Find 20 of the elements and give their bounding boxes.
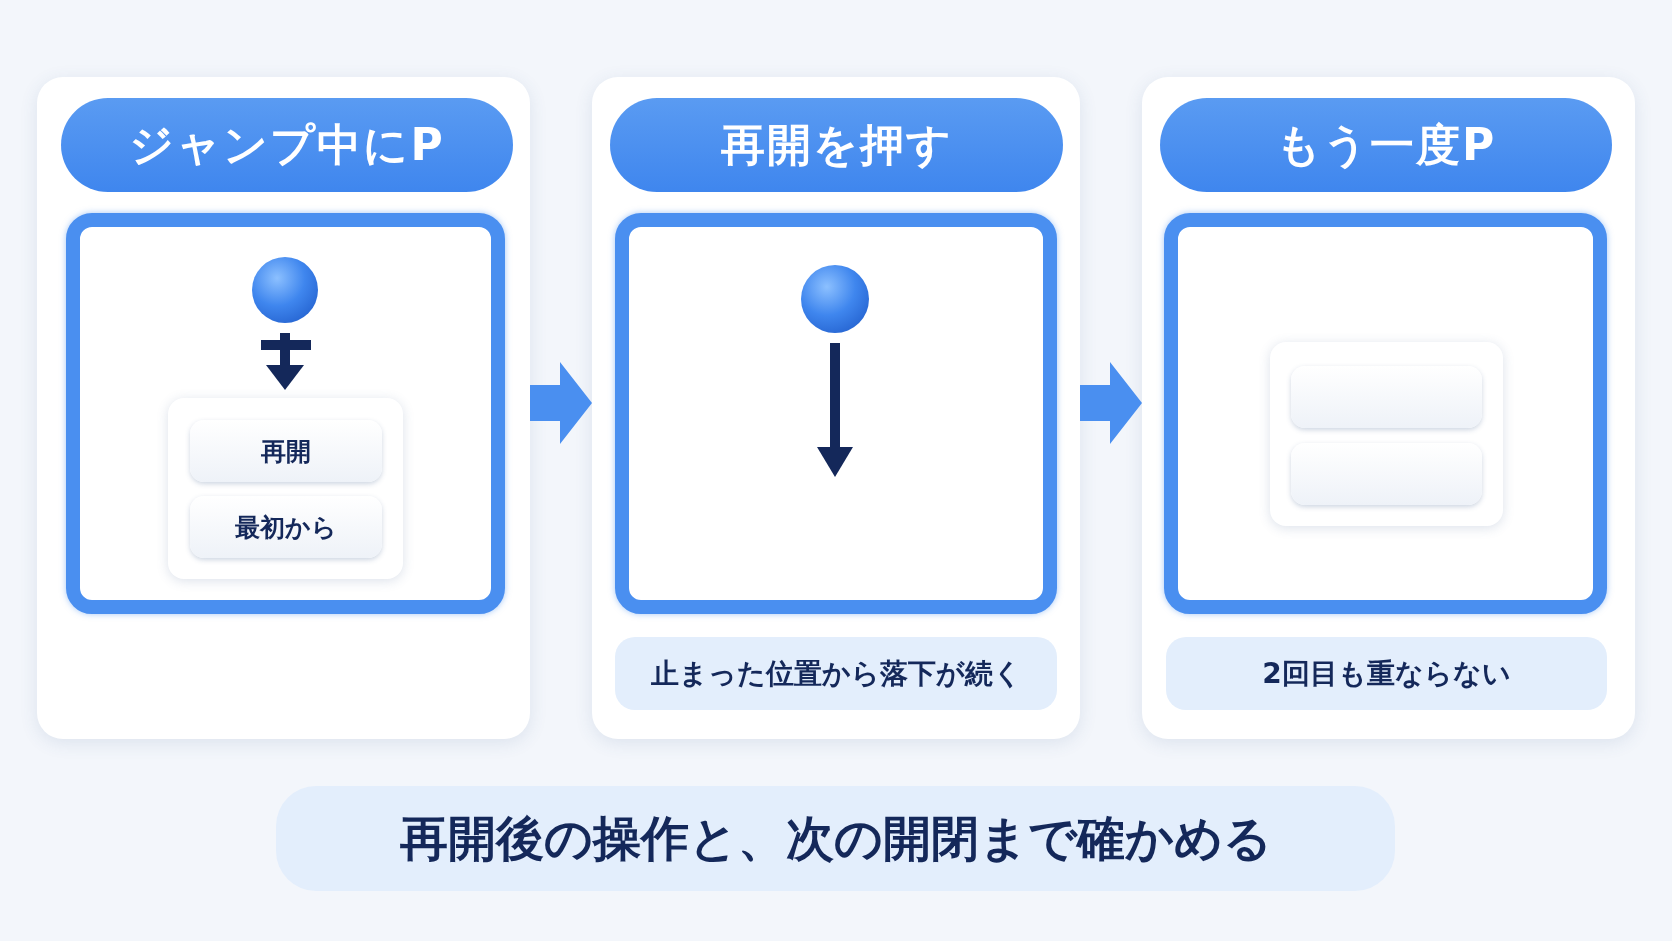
header-pill: 再開を押す: [610, 98, 1063, 192]
menu-button: [1291, 366, 1482, 428]
caption-box: 2回目も重ならない: [1166, 637, 1607, 710]
menu-panel: [1270, 342, 1503, 526]
screen-frame: [1164, 213, 1607, 614]
header-pill: もう一度P: [1160, 98, 1612, 192]
step-card: [592, 77, 1080, 739]
menu-button: 最初から: [190, 496, 382, 558]
header-pill: ジャンプ中にP: [61, 98, 513, 192]
summary-banner: 再開後の操作と、次の開閉まで確かめる: [276, 786, 1395, 891]
screen-frame: [615, 213, 1057, 614]
caption-box: 止まった位置から落下が続く: [615, 637, 1057, 710]
menu-button: 再開: [190, 420, 382, 482]
block-arrow: [530, 362, 592, 444]
step-card: [1142, 77, 1635, 739]
menu-panel: [168, 398, 403, 579]
screen-frame: [66, 213, 505, 614]
block-arrow: [1080, 362, 1142, 444]
menu-button: [1291, 443, 1482, 505]
step-card: [37, 77, 530, 739]
